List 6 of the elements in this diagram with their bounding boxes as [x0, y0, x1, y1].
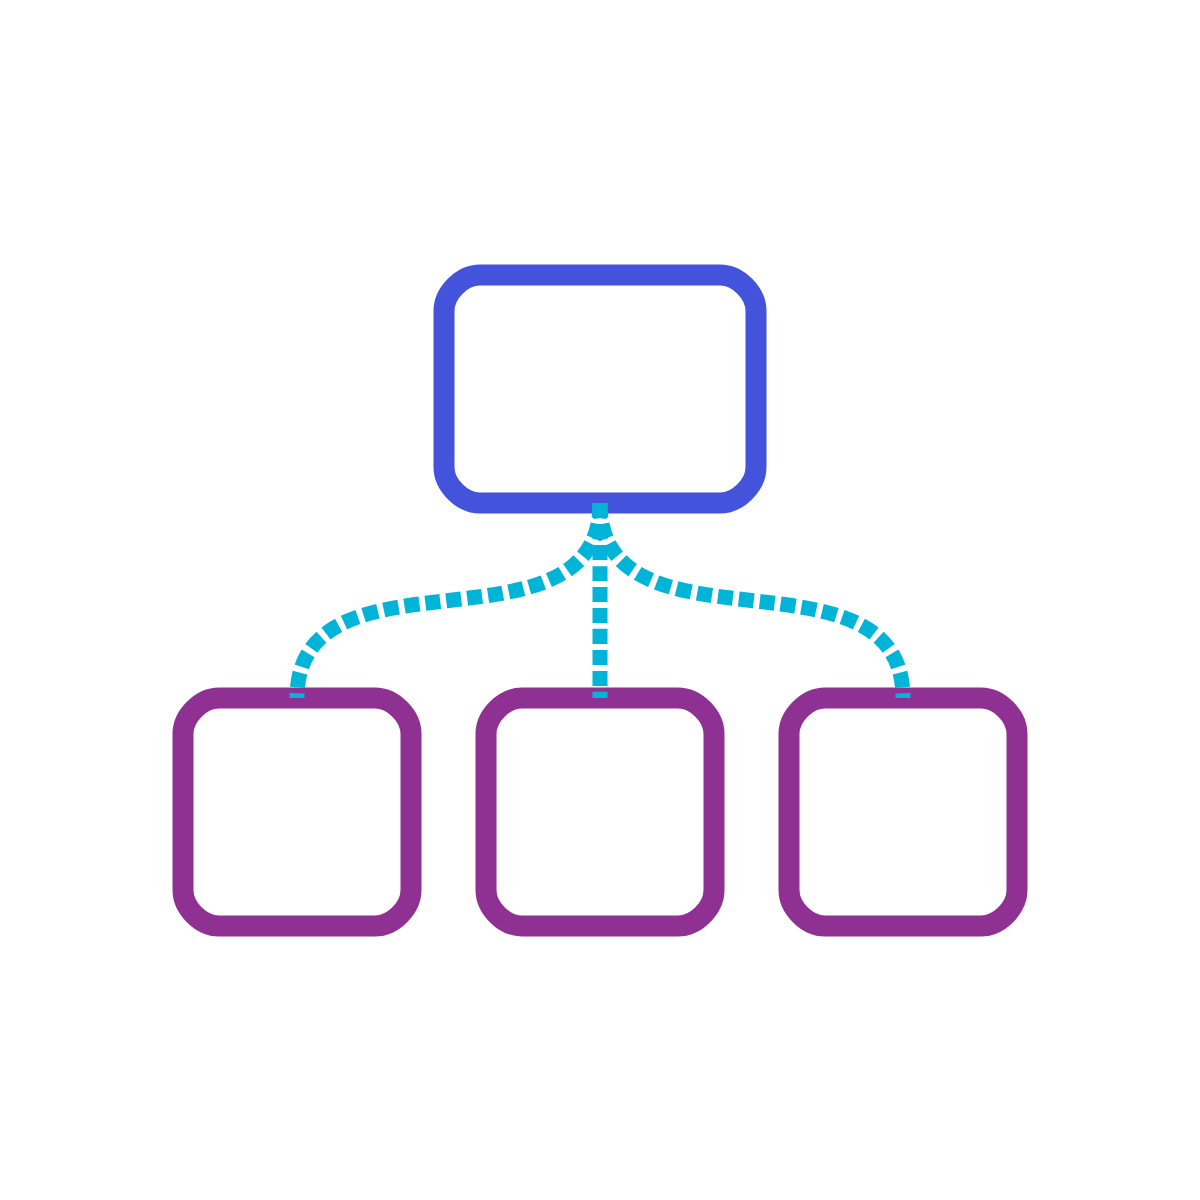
- node-box: [172, 687, 422, 936]
- connector: [289, 501, 608, 699]
- node-box: [778, 687, 1028, 936]
- node-box: [433, 264, 767, 513]
- connector: [592, 501, 911, 699]
- node-box: [475, 687, 725, 936]
